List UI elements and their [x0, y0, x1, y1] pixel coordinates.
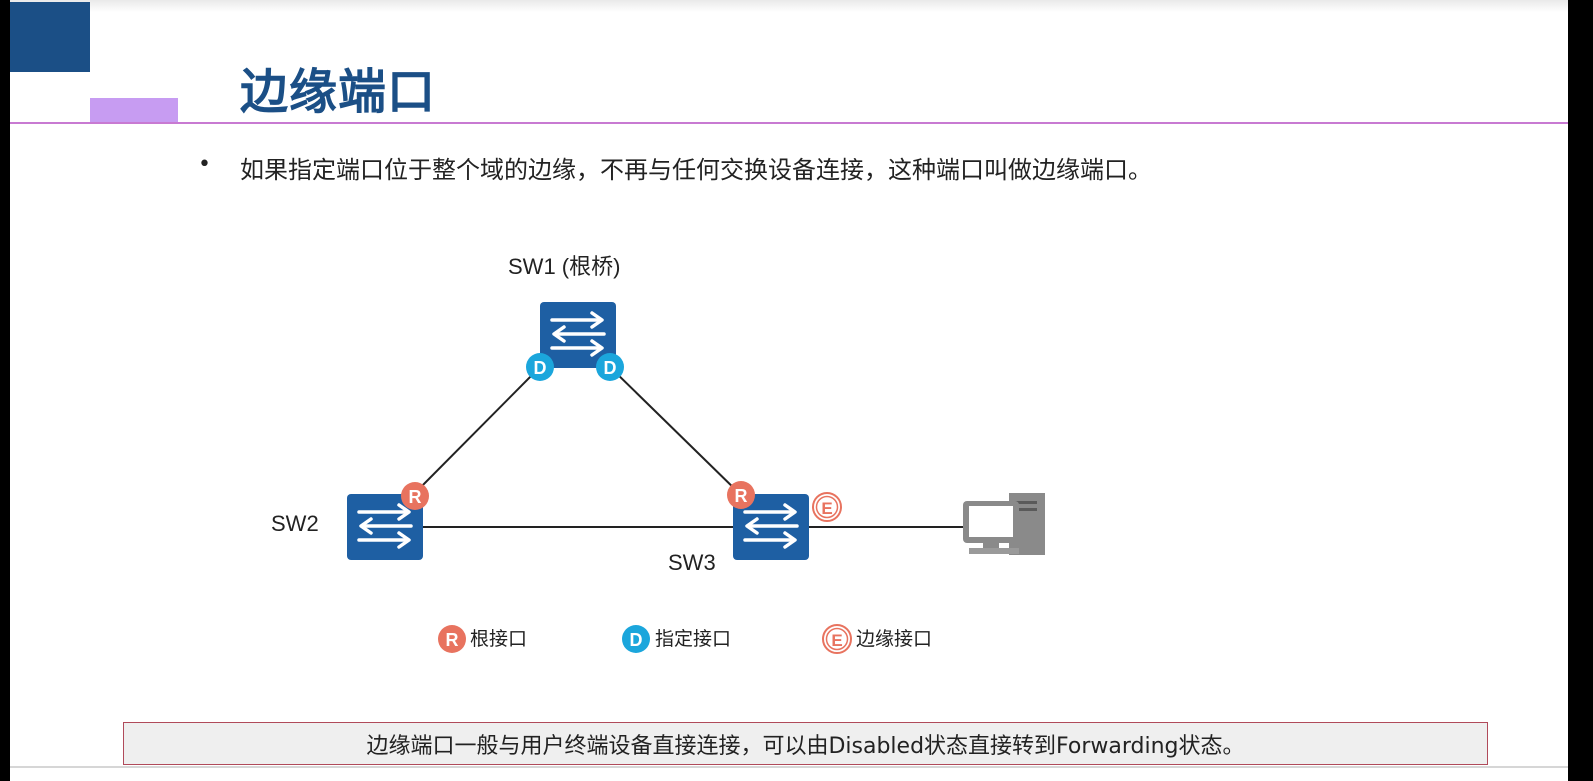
legend-designated-label: 指定接口	[655, 628, 731, 650]
svg-text:R: R	[446, 630, 459, 650]
bullet-marker: •	[198, 152, 211, 177]
title-decoration-bar	[90, 98, 178, 123]
switch-icon	[733, 494, 809, 560]
switch-icon	[540, 302, 616, 368]
title-decoration-block	[10, 2, 90, 72]
right-border	[1568, 0, 1593, 781]
svg-text:D: D	[604, 358, 617, 378]
svg-text:E: E	[831, 631, 842, 650]
svg-text:D: D	[630, 630, 643, 650]
sw3-label: SW3	[668, 550, 716, 575]
note-box: 边缘端口一般与用户终端设备直接连接，可以由Disabled状态直接转到Forwa…	[123, 722, 1488, 765]
port-marker-root: R	[401, 482, 429, 510]
legend-edge-label: 边缘接口	[856, 628, 932, 650]
sw1-label: SW1 (根桥)	[508, 254, 620, 279]
link-sw1-sw3	[609, 366, 743, 497]
legend-root-port: R 根接口	[438, 625, 527, 653]
legend-root-label: 根接口	[470, 628, 527, 650]
svg-text:D: D	[534, 358, 547, 378]
link-sw1-sw2	[411, 366, 541, 497]
svg-text:R: R	[409, 487, 422, 507]
legend-designated-port: D 指定接口	[622, 625, 731, 653]
legend-edge-port: E 边缘接口	[822, 624, 932, 654]
header-divider	[10, 122, 1568, 124]
bullet-text: 如果指定端口位于整个域的边缘，不再与任何交换设备连接，这种端口叫做边缘端口。	[240, 156, 1152, 184]
port-marker-root: R	[727, 481, 755, 509]
switch-icon	[347, 494, 423, 560]
note-text: 边缘端口一般与用户终端设备直接连接，可以由Disabled状态直接转到Forwa…	[366, 733, 1245, 759]
sw2-label: SW2	[271, 511, 319, 536]
svg-text:R: R	[735, 486, 748, 506]
page-title: 边缘端口	[240, 64, 437, 120]
port-marker-designated: D	[526, 353, 554, 381]
port-marker-edge: E	[812, 492, 842, 522]
bottom-divider	[10, 766, 1568, 768]
svg-text:E: E	[821, 499, 832, 518]
port-marker-designated: D	[596, 353, 624, 381]
top-edge	[10, 0, 1568, 12]
pc-icon	[963, 493, 1045, 555]
left-border	[0, 0, 10, 781]
